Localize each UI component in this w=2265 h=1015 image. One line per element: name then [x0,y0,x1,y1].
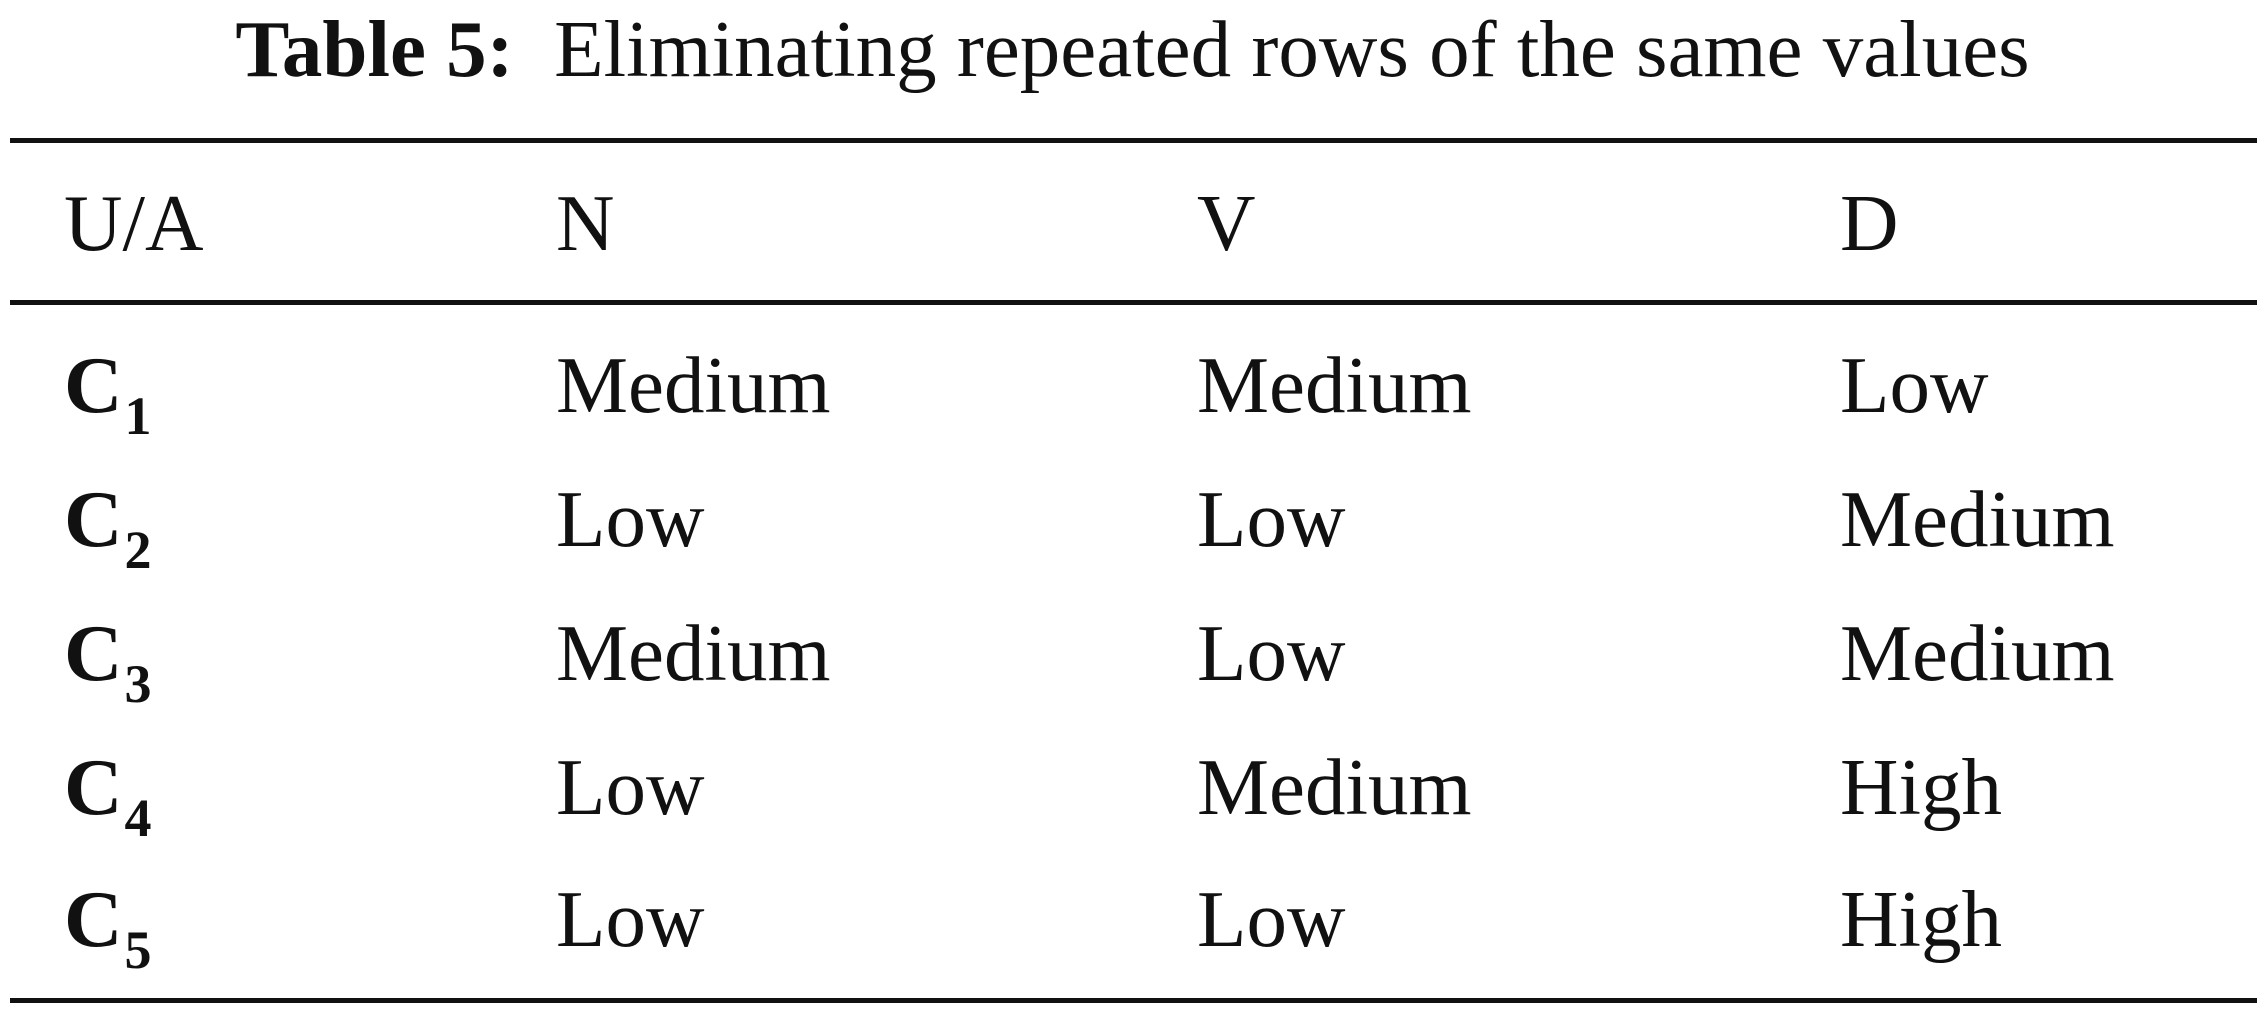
bottom-rule [10,998,2257,1003]
row-label-subscript: 3 [124,654,152,714]
table-cell: Low [556,474,705,564]
table-cell: Medium [1197,742,1472,832]
row-label-base: C [64,340,123,430]
row-label: C4 [64,740,152,848]
table-cell: Medium [556,608,831,698]
header-cell-n: N [556,178,615,268]
table-cell: Medium [1840,608,2115,698]
row-label-base: C [64,742,123,832]
row-label-base: C [64,874,123,964]
table-cell: High [1840,874,2002,964]
row-label: C3 [64,606,152,714]
table-cell: Low [1840,340,1989,430]
caption-label: Table 5: [235,4,514,94]
row-label-subscript: 4 [124,788,152,848]
table-cell: High [1840,742,2002,832]
caption-text: Eliminating repeated rows of the same va… [554,4,2030,94]
row-label-subscript: 2 [124,520,152,580]
table-caption: Table 5: Eliminating repeated rows of th… [0,2,2265,97]
row-label-subscript: 1 [124,386,152,446]
table-cell: Low [1197,874,1346,964]
header-rule [10,300,2257,305]
header-cell-d: D [1840,178,1899,268]
table-cell: Medium [1840,474,2115,564]
table-cell: Medium [556,340,831,430]
row-label: C5 [64,872,152,980]
top-rule [10,138,2257,143]
table-cell: Low [556,874,705,964]
row-label: C1 [64,338,152,446]
table-cell: Low [556,742,705,832]
row-label: C2 [64,472,152,580]
header-cell-v: V [1197,178,1256,268]
row-label-base: C [64,608,123,698]
table-cell: Medium [1197,340,1472,430]
table-cell: Low [1197,608,1346,698]
row-label-base: C [64,474,123,564]
table-cell: Low [1197,474,1346,564]
header-cell-ua: U/A [64,178,204,268]
row-label-subscript: 5 [124,920,152,980]
